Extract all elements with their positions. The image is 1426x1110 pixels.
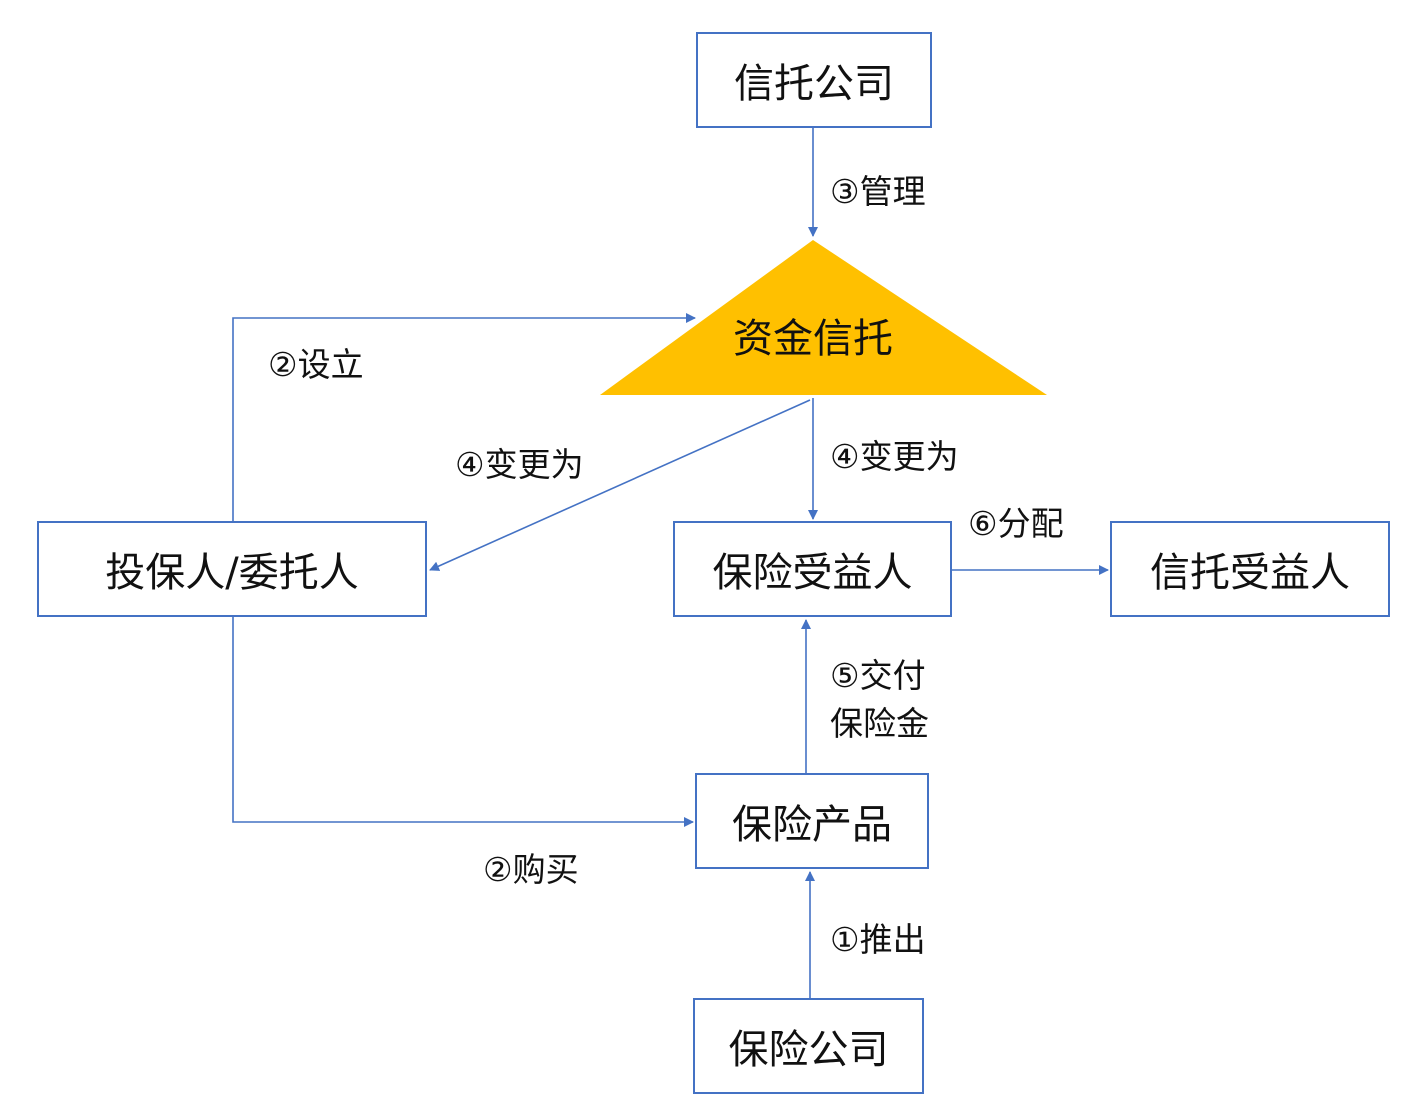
- node-trust-beneficiary: 信托受益人: [1110, 521, 1390, 617]
- node-fund-trust-label: 资金信托: [733, 316, 893, 362]
- label-manage: ③管理: [830, 172, 926, 211]
- label-pay-line1: ⑤交付: [830, 656, 926, 695]
- label-distribute: ⑥分配: [968, 504, 1064, 543]
- fund-trust-triangle: [600, 240, 1047, 395]
- arrow-change-left: [429, 399, 811, 571]
- node-insurance-beneficiary: 保险受益人: [673, 521, 952, 617]
- label-change-left: ④变更为: [455, 445, 584, 484]
- label-establish: ②设立: [268, 345, 364, 384]
- arrow-purchase: [232, 617, 694, 827]
- arrow-establish: [232, 313, 696, 521]
- label-pay-line2: 保险金: [830, 704, 929, 743]
- label-purchase: ②购买: [483, 850, 579, 889]
- node-insurance-company: 保险公司: [693, 998, 924, 1094]
- node-trust-company: 信托公司: [696, 32, 932, 128]
- node-policyholder: 投保人/委托人: [37, 521, 427, 617]
- label-change-down: ④变更为: [830, 437, 959, 476]
- node-insurance-product: 保险产品: [695, 773, 929, 869]
- label-launch: ①推出: [830, 920, 926, 959]
